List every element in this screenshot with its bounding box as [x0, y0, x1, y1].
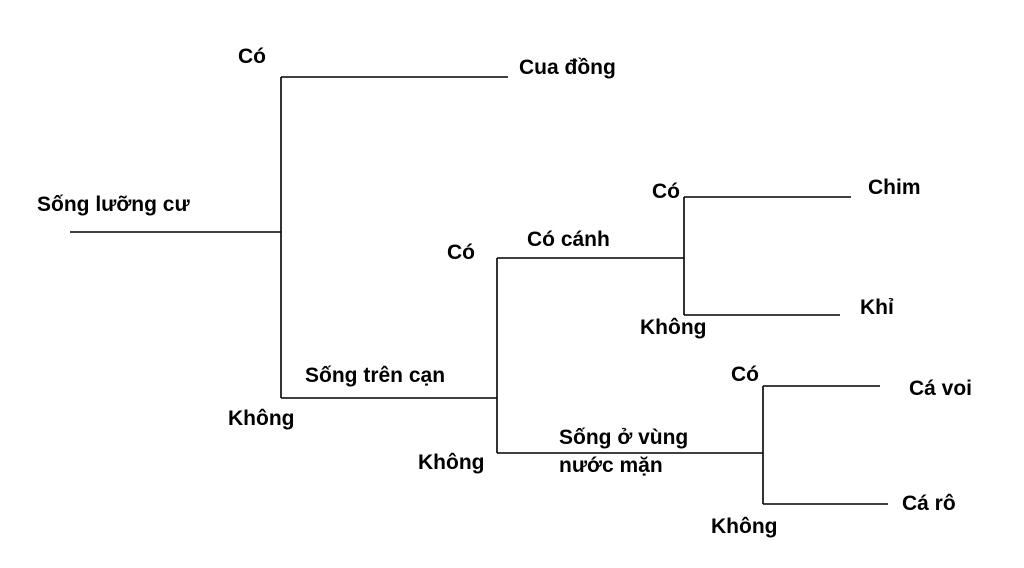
node-ca-voi-label: Cá voi: [909, 377, 973, 400]
node-cua-dong-label: Cua đồng: [519, 56, 616, 79]
branch-wings-yes-label: Có: [652, 180, 680, 203]
node-chim-label: Chim: [868, 176, 921, 199]
branch-root-no-label: Không: [228, 407, 295, 430]
branch-land-yes-label: Có: [447, 241, 475, 264]
node-ca-ro-label: Cá rô: [902, 492, 956, 515]
branch-salt-no-label: Không: [711, 515, 778, 538]
branch-root-yes-label: Có: [238, 45, 266, 68]
node-khi-label: Khỉ: [860, 296, 894, 319]
branch-salt-yes-label: Có: [731, 363, 759, 386]
node-song-tren-can-label: Sống trên cạn: [305, 364, 446, 387]
node-co-canh-label: Có cánh: [527, 228, 610, 251]
node-song-vung-nuoc-man-line1: Sống ở vùng: [559, 426, 689, 449]
branch-wings-no-label: Không: [640, 316, 707, 339]
node-song-vung-nuoc-man-line2: nước mặn: [559, 454, 663, 477]
branch-land-no-label: Không: [418, 451, 485, 474]
node-root-label: Sống lưỡng cư: [37, 193, 190, 216]
